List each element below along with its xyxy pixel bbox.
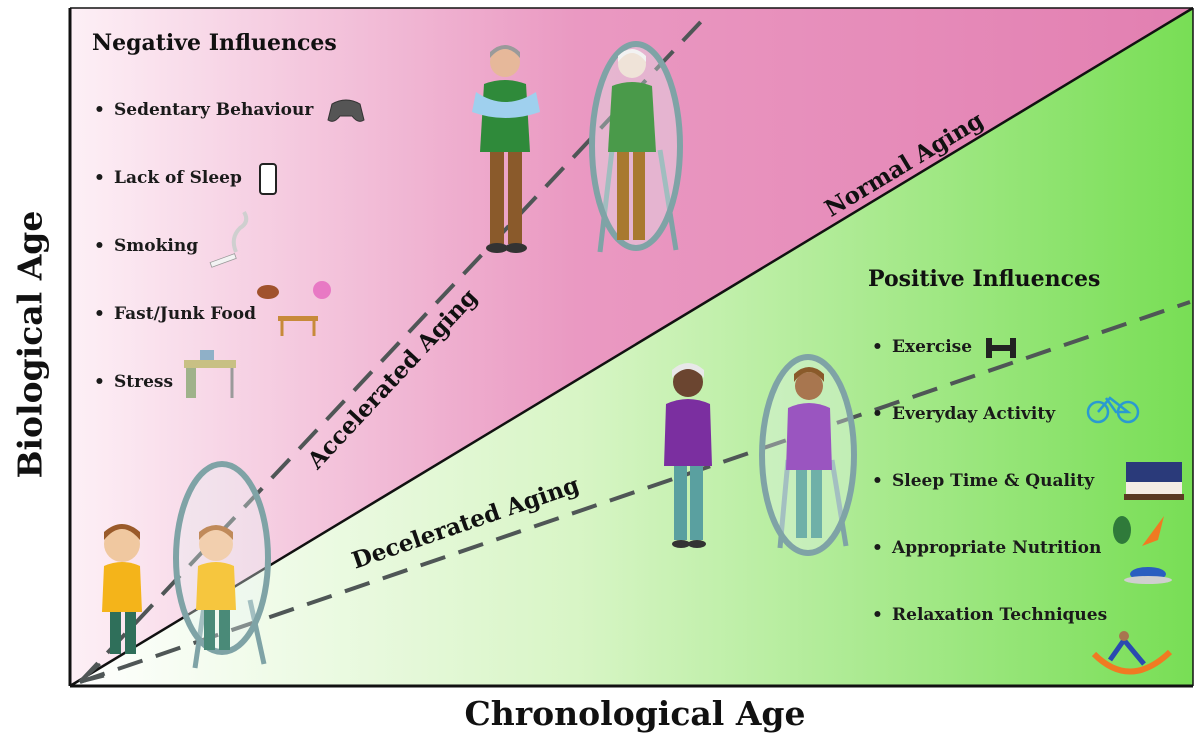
gamepad-icon [327, 99, 365, 122]
y-axis-label: Biological Age [10, 210, 50, 478]
negative-item: Lack of Sleep [92, 168, 313, 236]
positive-item-label: Everyday Activity [892, 404, 1056, 424]
old-man-figure [472, 45, 540, 253]
positive-item-label: Appropriate Nutrition [892, 538, 1102, 558]
y-axis-label-box: Biological Age [0, 0, 60, 688]
negative-item: Stress [92, 372, 313, 440]
negative-influences-list: Sedentary Behaviour Lack of Sleep Smokin… [92, 100, 313, 440]
negative-item: Fast/Junk Food [92, 304, 313, 372]
positive-item: Exercise [870, 337, 1107, 404]
positive-item-label: Sleep Time & Quality [892, 471, 1095, 491]
accelerated-aging-line [78, 10, 712, 684]
old-man-mirror [589, 41, 683, 253]
positive-item-label: Exercise [892, 337, 973, 357]
boy-figure [102, 524, 142, 654]
negative-item-label: Stress [114, 372, 174, 392]
positive-item: Sleep Time & Quality [870, 471, 1107, 538]
arrow-head [78, 662, 105, 684]
positive-influences-list: Exercise Everyday Activity Sleep Time & … [870, 337, 1107, 672]
negative-influences-title: Negative Influences [92, 30, 337, 56]
positive-item: Appropriate Nutrition [870, 538, 1107, 605]
negative-item-label: Smoking [114, 236, 199, 256]
bed-icon [1124, 462, 1184, 500]
negative-item-label: Sedentary Behaviour [114, 100, 314, 120]
positive-item: Everyday Activity [870, 404, 1107, 471]
woman-figure [664, 363, 712, 548]
negative-item: Smoking [92, 236, 313, 304]
negative-item-label: Fast/Junk Food [114, 304, 256, 324]
positive-influences-title: Positive Influences [868, 266, 1101, 292]
positive-item-label: Relaxation Techniques [892, 605, 1108, 625]
woman-mirror [759, 354, 857, 556]
x-axis-label: Chronological Age [464, 694, 806, 733]
positive-item: Relaxation Techniques [870, 605, 1107, 672]
negative-item-label: Lack of Sleep [114, 168, 242, 188]
negative-item: Sedentary Behaviour [92, 100, 313, 168]
vegetables-icon [1113, 516, 1172, 584]
boy-mirror [173, 461, 271, 669]
normal-aging-line [69, 6, 1194, 688]
